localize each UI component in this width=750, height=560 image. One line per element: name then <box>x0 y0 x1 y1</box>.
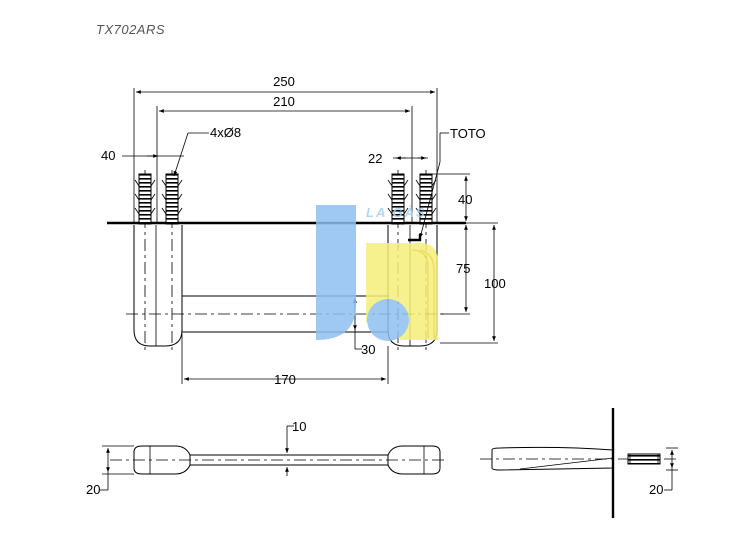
watermark-blue-shape <box>316 205 356 340</box>
left-bracket-outline <box>133 225 183 347</box>
front-view: 250 210 40 4xØ8 22 TOTO 40 75 <box>101 74 506 387</box>
anchor-4 <box>415 173 437 225</box>
toto-label: TOTO <box>450 126 486 141</box>
side-view: 20 <box>480 408 680 518</box>
anchor-3 <box>387 173 409 225</box>
dim-170-label: 170 <box>274 372 296 387</box>
dim-40-left-label: 40 <box>101 148 115 163</box>
dim-100-label: 100 <box>484 276 506 291</box>
dim-22-label: 22 <box>368 151 382 166</box>
top-view: 10 20 <box>86 419 448 497</box>
top-right-end <box>387 445 441 475</box>
dim-20-top-label: 20 <box>86 482 100 497</box>
side-anchor <box>627 453 661 465</box>
dim-10-label: 10 <box>292 419 306 434</box>
dim-75-label: 75 <box>456 261 470 276</box>
dim-210-label: 210 <box>273 94 295 109</box>
anchor-1 <box>134 173 156 225</box>
anchor-2 <box>161 173 183 225</box>
toto-leader <box>419 161 441 239</box>
dim-40-right-label: 40 <box>458 192 472 207</box>
side-bracket <box>491 446 614 471</box>
model-number: TX702ARS <box>96 22 166 37</box>
watermark-yellow-lines <box>411 249 435 338</box>
watermark-logo: LA GÀS <box>316 205 438 341</box>
holes-note: 4xØ8 <box>210 125 241 140</box>
dim-250-label: 250 <box>273 74 295 89</box>
watermark-blue-circle <box>367 299 409 341</box>
holes-leader <box>173 132 189 177</box>
watermark-text: LA GÀS <box>366 205 427 220</box>
dim-20-side-label: 20 <box>649 482 663 497</box>
side-slope <box>519 457 614 470</box>
dim-30-label: 30 <box>361 342 375 357</box>
